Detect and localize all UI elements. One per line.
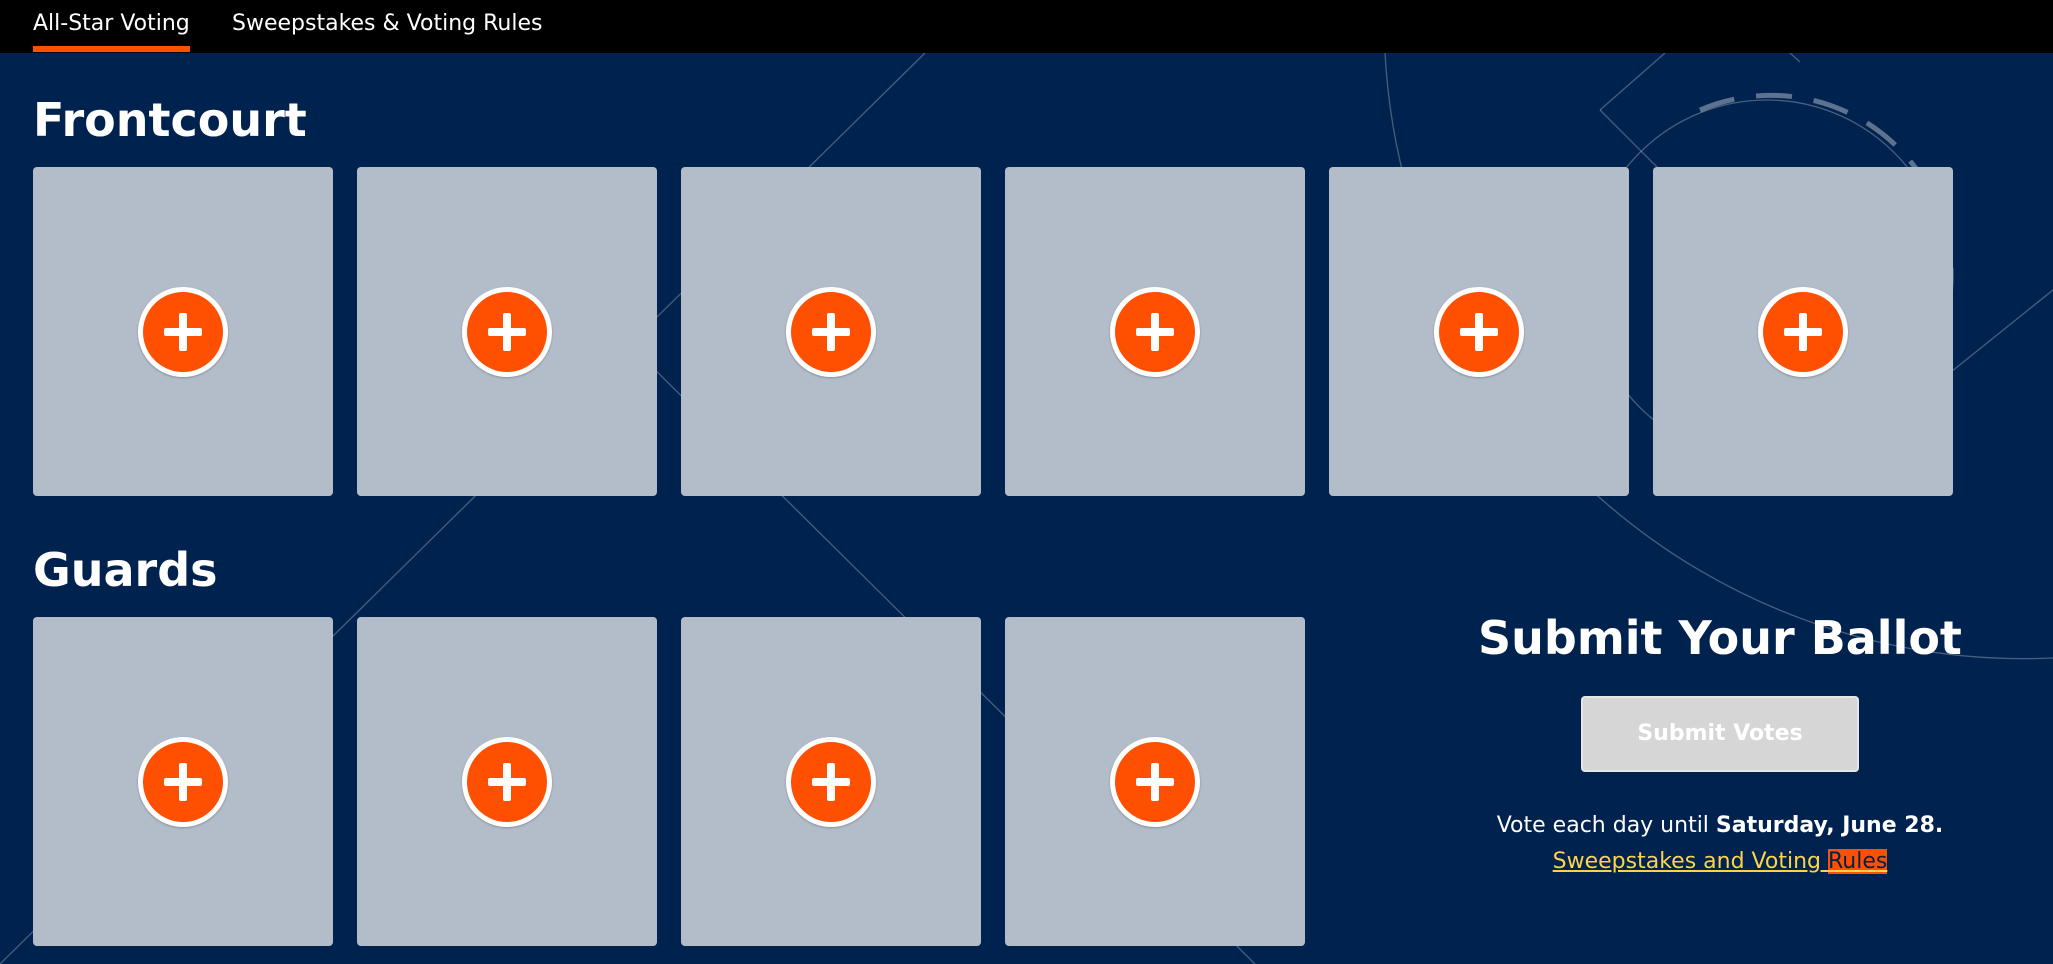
frontcourt-slot-6[interactable] bbox=[1653, 167, 1953, 496]
vote-deadline-prefix: Vote each day until bbox=[1496, 813, 1716, 838]
guards-slot-4[interactable] bbox=[1005, 617, 1305, 946]
top-nav: All-Star Voting Sweepstakes & Voting Rul… bbox=[0, 0, 2053, 53]
guards-slot-1[interactable] bbox=[33, 617, 333, 946]
plus-circle-icon[interactable] bbox=[786, 287, 876, 377]
plus-circle-icon[interactable] bbox=[786, 737, 876, 827]
guards-slot-3[interactable] bbox=[681, 617, 981, 946]
plus-circle-icon[interactable] bbox=[138, 287, 228, 377]
vote-deadline-date: Saturday, June 28. bbox=[1715, 813, 1944, 838]
sweepstakes-rules-link[interactable]: Sweepstakes and Voting Rules bbox=[1553, 844, 1888, 880]
plus-circle-icon[interactable] bbox=[1110, 287, 1200, 377]
guards-heading: Guards bbox=[33, 543, 218, 597]
frontcourt-slot-2[interactable] bbox=[357, 167, 657, 496]
frontcourt-slot-3[interactable] bbox=[681, 167, 981, 496]
plus-circle-icon[interactable] bbox=[1110, 737, 1200, 827]
submit-votes-button[interactable]: Submit Votes bbox=[1581, 696, 1859, 772]
plus-circle-icon[interactable] bbox=[462, 287, 552, 377]
frontcourt-slot-4[interactable] bbox=[1005, 167, 1305, 496]
rules-link-highlight: Rules bbox=[1827, 849, 1888, 874]
plus-circle-icon[interactable] bbox=[1434, 287, 1524, 377]
submit-ballot-heading: Submit Your Ballot bbox=[1478, 611, 1962, 665]
vote-deadline-note: Vote each day until Saturday, June 28. bbox=[1430, 808, 2010, 844]
tab-all-star-voting[interactable]: All-Star Voting bbox=[33, 0, 190, 53]
frontcourt-heading: Frontcourt bbox=[33, 93, 307, 147]
tab-sweepstakes-voting-rules[interactable]: Sweepstakes & Voting Rules bbox=[232, 11, 543, 36]
frontcourt-slot-5[interactable] bbox=[1329, 167, 1629, 496]
plus-circle-icon[interactable] bbox=[462, 737, 552, 827]
rules-link-text: Sweepstakes and Voting bbox=[1552, 849, 1828, 874]
plus-circle-icon[interactable] bbox=[138, 737, 228, 827]
submit-ballot-panel: Submit Your Ballot Submit Votes Vote eac… bbox=[1430, 600, 2010, 880]
guards-slot-2[interactable] bbox=[357, 617, 657, 946]
frontcourt-slot-1[interactable] bbox=[33, 167, 333, 496]
plus-circle-icon[interactable] bbox=[1758, 287, 1848, 377]
